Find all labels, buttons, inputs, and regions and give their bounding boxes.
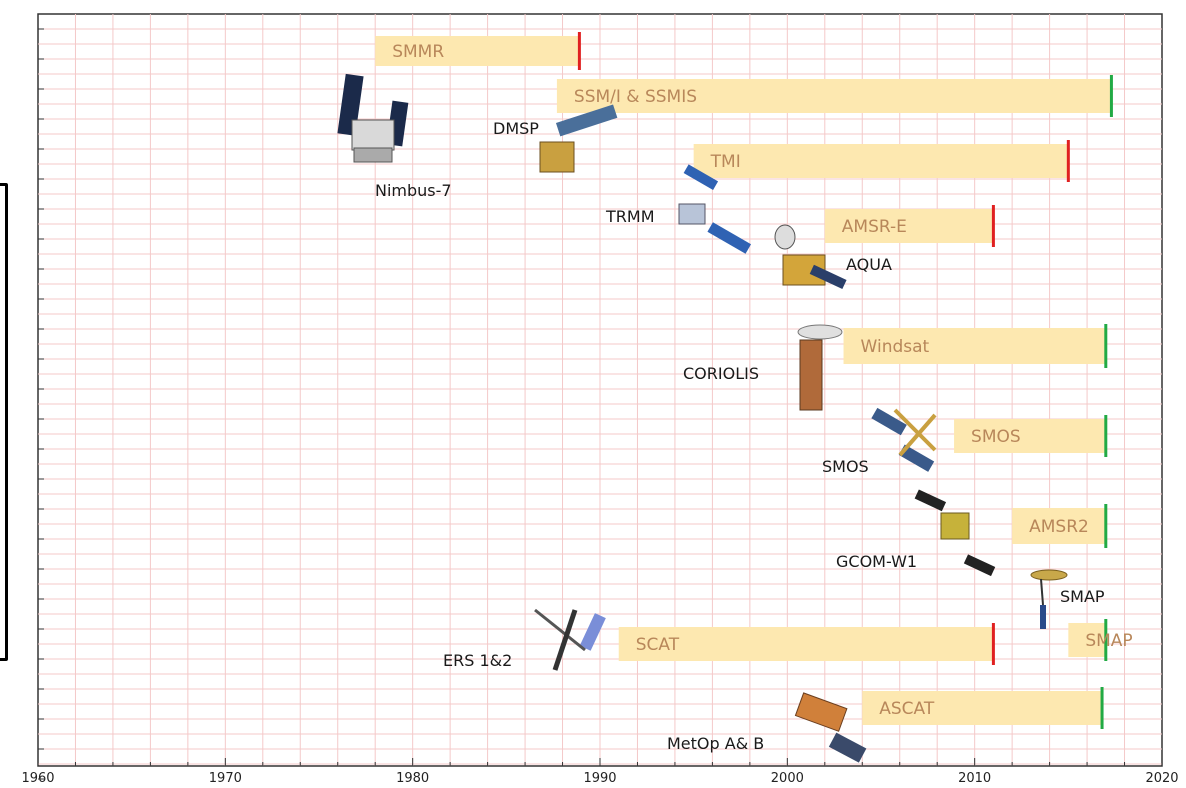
solar-panel-icon: [898, 444, 935, 472]
mission-bar: [824, 209, 994, 243]
x-tick-label: 2010: [958, 771, 991, 786]
satellite-4: AQUA: [774, 224, 892, 290]
satellite-body-icon: [940, 512, 970, 540]
satellite-body-icon: [539, 141, 575, 173]
satellite-5: CORIOLIS: [683, 324, 843, 411]
satellite-9: ERS 1&2: [443, 608, 606, 671]
mission-bar-group: SSM/I & SSMIS: [556, 75, 1113, 117]
satellite-body-icon: [351, 119, 395, 151]
boom-icon: [534, 608, 586, 652]
x-tick-label: 2020: [1145, 771, 1178, 786]
solar-panel-icon: [871, 407, 907, 436]
solar-panel-icon: [579, 613, 606, 651]
mission-label: AMSR-E: [842, 217, 907, 237]
x-tick-label: 1970: [209, 771, 242, 786]
boom-icon: [1040, 578, 1044, 606]
satellite-body-icon: [552, 609, 578, 671]
x-tick-label: 1980: [396, 771, 429, 786]
satellite-2: DMSP: [493, 104, 618, 173]
satellite-illustrations: Nimbus-7DMSPTRMMAQUACORIOLISSMOSGCOM-W1S…: [337, 73, 1105, 763]
mission-label: TMI: [710, 152, 741, 172]
dish-antenna-icon: [797, 324, 843, 340]
mission-bar-group: ASCAT: [862, 687, 1104, 729]
satellite-6: SMOS: [822, 407, 937, 476]
mission-label: ASCAT: [879, 699, 935, 719]
satellite-label: DMSP: [493, 119, 539, 138]
left-bracket-decoration: [0, 183, 8, 661]
mission-bar-group: SMOS: [954, 415, 1108, 457]
x-tick-label: 1990: [583, 771, 616, 786]
solar-panel-icon: [707, 222, 752, 254]
solar-panel-icon: [828, 732, 867, 763]
antenna-icon: [774, 224, 796, 250]
satellite-10: MetOp A& B: [667, 692, 867, 763]
y-tick-marks: [38, 28, 44, 780]
mission-bar: [843, 328, 1106, 364]
mission-bar-group: SMMR: [375, 32, 581, 70]
satellite-body-icon: [799, 339, 823, 411]
satellite-body-icon: [794, 692, 848, 732]
mission-label: Windsat: [861, 337, 930, 357]
mission-bar: [862, 691, 1103, 725]
mission-bar-group: SMAP: [1068, 619, 1133, 661]
satellite-label: ERS 1&2: [443, 651, 512, 670]
satellite-8: SMAP: [1030, 569, 1105, 629]
satellite-7: GCOM-W1: [836, 489, 996, 577]
solar-panel-icon: [555, 104, 618, 137]
mission-bar: [954, 419, 1106, 453]
satellite-label: CORIOLIS: [683, 364, 759, 383]
mission-bar-group: AMSR-E: [824, 205, 995, 247]
satellite-body-icon: [678, 203, 706, 225]
mission-label: SMAP: [1085, 631, 1132, 651]
satellite-1: Nimbus-7: [337, 73, 452, 200]
antenna-arm-icon: [893, 408, 937, 452]
satellite-label: Nimbus-7: [375, 181, 452, 200]
mission-bar: [618, 627, 994, 661]
solar-panel-icon: [683, 164, 719, 191]
satellite-label: SMAP: [1060, 587, 1105, 606]
satellite-label: GCOM-W1: [836, 552, 917, 571]
mission-bar-group: AMSR2: [1012, 504, 1108, 548]
mission-bar: [1012, 508, 1106, 544]
satellite-label: MetOp A& B: [667, 734, 764, 753]
satellite-label: SMOS: [822, 457, 869, 476]
mission-label: SSM/I & SSMIS: [574, 87, 697, 107]
mission-bar: [556, 79, 1112, 113]
mission-bar-group: TMI: [693, 140, 1070, 182]
satellite-label: AQUA: [846, 255, 892, 274]
x-tick-label: 2000: [771, 771, 804, 786]
mission-bar: [693, 144, 1069, 178]
satellite-body-icon: [1040, 605, 1046, 629]
antenna-arm-icon: [898, 413, 937, 457]
mission-bar-group: SCAT: [618, 623, 995, 665]
satellite-base-icon: [353, 147, 393, 163]
satellite-label: TRMM: [605, 207, 655, 226]
mission-label: SCAT: [636, 635, 680, 655]
mission-bar-group: Windsat: [843, 324, 1108, 368]
mission-label: SMMR: [392, 42, 444, 62]
solar-panel-icon: [809, 264, 847, 290]
mission-bar: [375, 36, 580, 66]
satellite-3: TRMM: [605, 164, 752, 254]
mesh-antenna-icon: [1030, 569, 1068, 581]
solar-panel-icon: [963, 554, 996, 577]
mission-bar: [1068, 623, 1106, 657]
solar-panel-icon: [914, 489, 947, 512]
mission-label: AMSR2: [1029, 517, 1089, 537]
mission-label: SMOS: [971, 427, 1021, 447]
